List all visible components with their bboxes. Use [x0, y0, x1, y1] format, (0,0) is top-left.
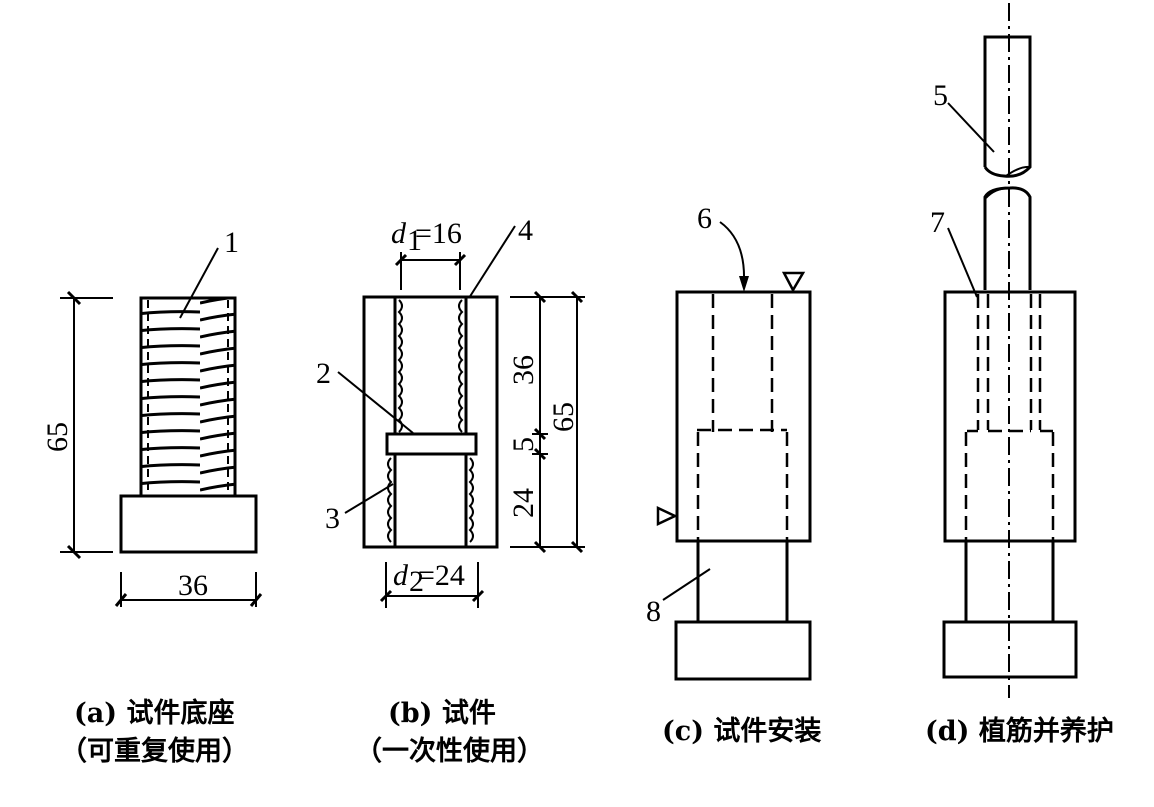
svg-text:2: 2 — [409, 565, 424, 598]
hidden-bore-walls — [976, 294, 1042, 430]
threaded-base-body — [139, 296, 237, 498]
svg-text:d: d — [391, 217, 407, 250]
leader-line-1 — [179, 247, 219, 319]
specimen-body — [675, 290, 812, 543]
callout-5: 5 — [933, 79, 948, 112]
base-block — [674, 620, 812, 681]
dimension-width-36: 36 — [114, 569, 263, 607]
panel-a: 1 65 36 (a) 试件底座 （可重复使用） — [41, 226, 263, 767]
leader-line-5 — [947, 102, 995, 153]
caption-b-line2: （一次性使用） — [355, 736, 544, 767]
svg-text:36: 36 — [178, 569, 208, 602]
leader-line-4 — [468, 225, 516, 299]
caption-a-line1: (a) 试件底座 — [74, 697, 234, 729]
separator-disc — [385, 432, 478, 456]
lower-bore — [387, 454, 474, 547]
caption-a-line2: （可重复使用） — [60, 736, 249, 767]
hidden-upper-bore — [711, 294, 774, 432]
svg-text:=24: =24 — [418, 559, 465, 592]
dimension-d2: d 2 =24 — [379, 559, 485, 608]
callout-6: 6 — [697, 202, 712, 235]
panel-d: 5 7 (d) 植筋并养护 — [925, 3, 1114, 747]
base-post — [964, 541, 1055, 622]
svg-text:24: 24 — [507, 488, 540, 518]
support-marker-top — [781, 271, 806, 293]
rebar-lower — [983, 186, 1032, 290]
callout-4: 4 — [518, 214, 533, 247]
upper-bore — [393, 297, 468, 434]
svg-text:d: d — [393, 559, 409, 592]
dimension-height-65: 65 — [41, 290, 113, 560]
leader-line-3 — [344, 483, 394, 514]
specimen-outline — [362, 295, 499, 549]
hidden-lower-bore — [696, 428, 789, 541]
arrowhead-6 — [739, 276, 749, 292]
leader-line-7 — [947, 227, 978, 298]
caption-b-line1: (b) 试件 — [388, 698, 496, 729]
svg-text:65: 65 — [41, 422, 74, 452]
callout-1: 1 — [224, 226, 239, 259]
caption-c: (c) 试件安装 — [662, 716, 821, 747]
caption-d: (d) 植筋并养护 — [925, 715, 1114, 747]
svg-text:65: 65 — [547, 402, 580, 432]
svg-text:36: 36 — [507, 355, 540, 385]
hidden-lower-bore — [964, 429, 1055, 541]
callout-8: 8 — [646, 595, 661, 628]
leader-arrow-6 — [719, 221, 746, 281]
svg-text:1: 1 — [407, 224, 422, 257]
support-marker-side — [656, 506, 678, 526]
base-block — [942, 620, 1078, 679]
rebar-upper — [983, 35, 1032, 178]
svg-text:=16: =16 — [415, 217, 462, 250]
panel-c: 6 8 (c) 试件安装 — [646, 202, 821, 747]
dimension-vertical-chain: 36 5 24 65 — [507, 290, 585, 554]
rebar-break-lower — [985, 187, 1011, 199]
panel-b: 2 3 4 d 1 =16 d 2 =24 — [316, 214, 585, 767]
callout-2: 2 — [316, 357, 331, 390]
dimension-d1: d 1 =16 — [391, 217, 467, 290]
base-block — [119, 494, 258, 554]
rebar-break-upper — [1005, 165, 1031, 177]
callout-7: 7 — [930, 206, 945, 239]
svg-text:5: 5 — [507, 437, 540, 452]
callout-3: 3 — [325, 502, 340, 535]
leader-line-2 — [337, 371, 414, 434]
base-post — [696, 541, 789, 622]
specimen-body — [943, 290, 1077, 543]
leader-line-8 — [662, 568, 711, 601]
